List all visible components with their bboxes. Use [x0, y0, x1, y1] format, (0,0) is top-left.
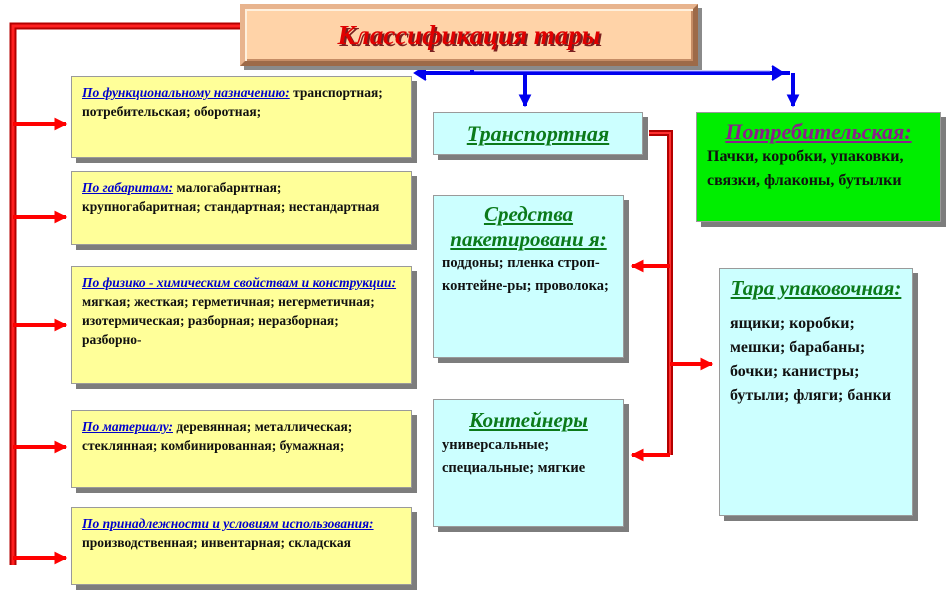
material-box: По материалу: деревянная; металлическая;…	[71, 410, 412, 488]
material-text: деревянная; металлическая; стеклянная; к…	[82, 419, 353, 453]
ownership-heading: По принадлежности и условиям использован…	[82, 516, 374, 531]
diagram-title: Классификация тары	[337, 19, 601, 50]
function-box: По функциональному назначению: транспорт…	[71, 76, 412, 158]
size-heading: По габаритам:	[82, 180, 174, 195]
ownership-box: По принадлежности и условиям использован…	[71, 507, 412, 585]
ownership-text: производственная; инвентарная; складская	[82, 535, 351, 550]
containers-text: универсальные; специальные; мягкие	[442, 437, 586, 476]
packing-heading: Тара упаковочная:	[730, 276, 902, 300]
physchem-text: мягкая; жесткая; герметичная; негерметич…	[82, 294, 375, 347]
containers-heading: Контейнеры	[469, 408, 588, 432]
pallet-box: Средства пакетировани я: поддоны; пленка…	[433, 195, 624, 358]
consumer-text: Пачки, коробки, упаковки, связки, флакон…	[707, 148, 904, 189]
transport-label: Транспортная	[466, 120, 610, 146]
packing-text: ящики; коробки; мешки; барабаны; бочки; …	[730, 315, 892, 404]
blue-connector	[413, 65, 800, 108]
consumer-heading: Потребительская:	[725, 119, 912, 144]
physchem-heading: По физико - химическим свойствам и конст…	[82, 275, 397, 290]
containers-box: Контейнеры универсальные; специальные; м…	[433, 399, 624, 527]
material-heading: По материалу:	[82, 419, 174, 434]
title-box: Классификация тары	[240, 4, 698, 66]
function-heading: По функциональному назначению:	[82, 85, 290, 100]
size-box: По габаритам: малогабарнтная; крупногаба…	[71, 171, 412, 245]
left-trunk	[9, 22, 240, 565]
consumer-box: Потребительская: Пачки, коробки, упаковк…	[696, 112, 941, 222]
function-text: транспортная; потребительская; оборотная…	[82, 85, 383, 119]
transport-box: Транспортная	[433, 112, 643, 155]
transport-connectors	[630, 130, 714, 462]
size-text: малогабарнтная; крупногабаритная; станда…	[82, 180, 380, 214]
packing-box: Тара упаковочная: ящики; коробки; мешки;…	[719, 268, 913, 516]
physchem-box: По физико - химическим свойствам и конст…	[71, 266, 412, 384]
pallet-heading: Средства пакетировани я:	[450, 202, 607, 251]
pallet-text: поддоны; пленка строп-контейне-ры; прово…	[442, 255, 609, 294]
